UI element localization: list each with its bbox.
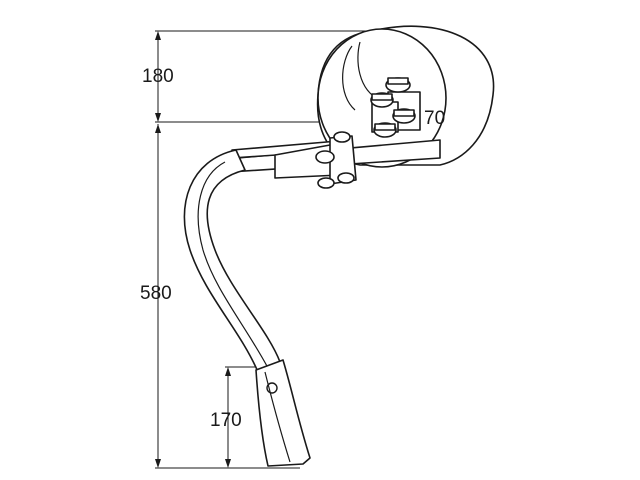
mounting-bracket [370,77,421,138]
tine-share [255,359,311,467]
bolt-icon [385,77,411,93]
dimension-label-180: 180 [142,66,174,87]
dimension-label-70: 70 [424,108,445,129]
bolt-icon [370,92,394,108]
bolt-icon [373,122,397,138]
dimension-label-170: 170 [210,410,242,431]
shank-clamp [274,131,357,189]
bolt-icon [315,150,335,164]
tine-shank [183,149,281,373]
dimension-label-580: 580 [140,283,172,304]
bolt-icon [337,172,355,184]
bolt-icon [333,131,351,143]
bolt-icon [317,177,335,189]
bolt-icon [392,108,416,124]
